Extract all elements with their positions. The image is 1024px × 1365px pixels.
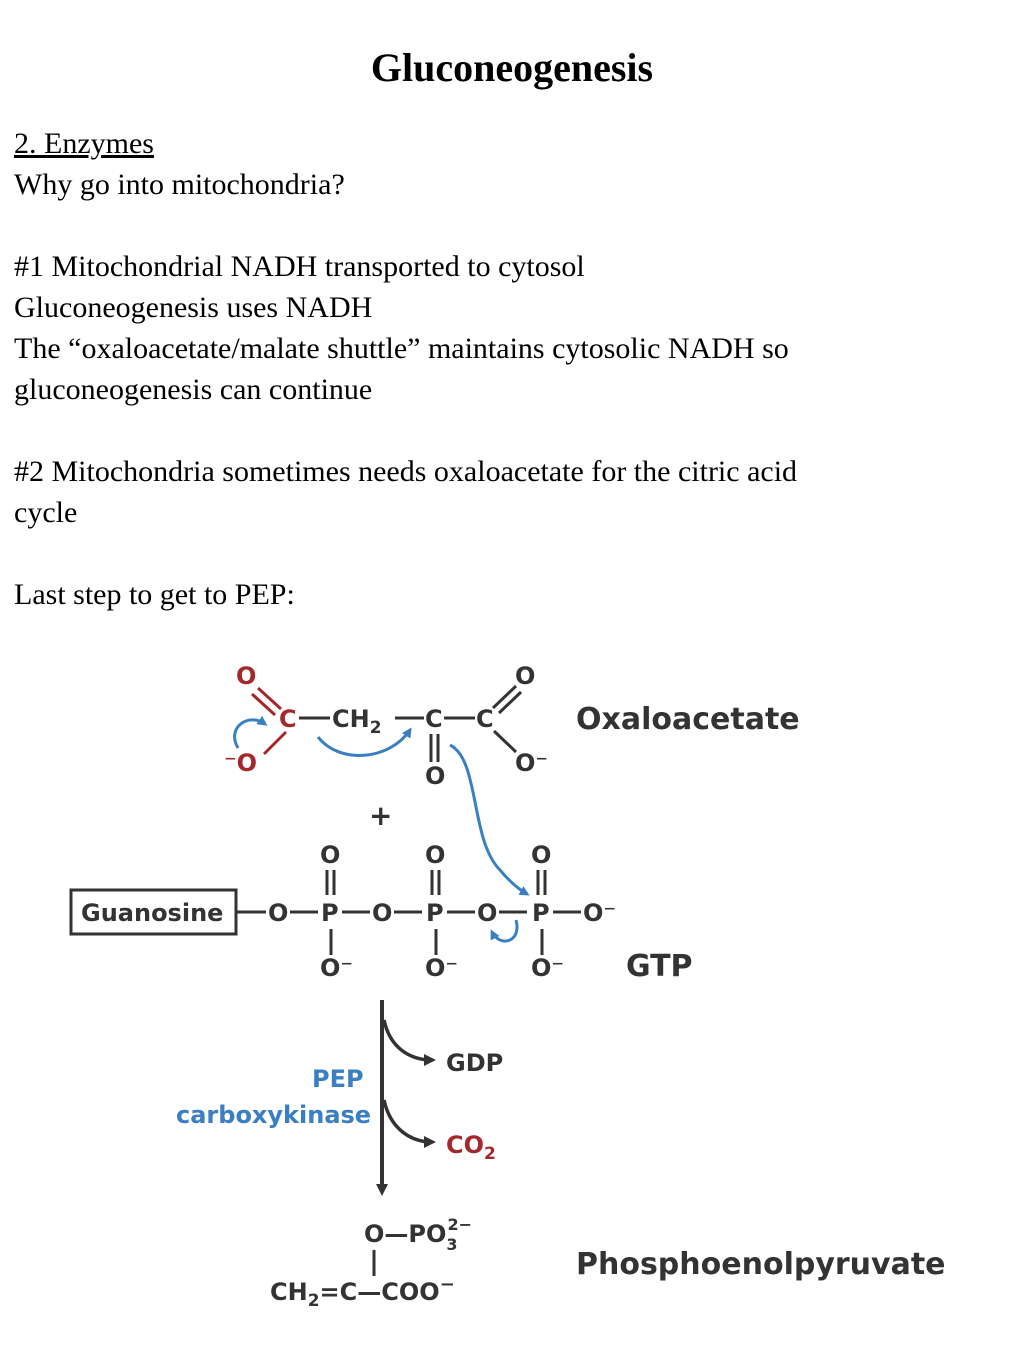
oaa-atom-c2: C — [425, 705, 443, 733]
gtp-p2-o-minus: O⁻ — [425, 954, 458, 982]
gtp-p1: P — [321, 899, 339, 927]
guanosine-label: Guanosine — [81, 899, 223, 927]
arrow-bond-to-o — [490, 919, 519, 943]
reason1-line2: Gluconeogenesis uses NADH — [14, 291, 373, 324]
gtp-o3: O — [477, 899, 497, 927]
oaa-ch2: CH2 — [332, 705, 382, 738]
gtp-p3: P — [532, 899, 550, 927]
gtp-p3-o-top: O — [531, 841, 551, 869]
reason1-line3: The “oxaloacetate/malate shuttle” mainta… — [14, 332, 789, 365]
oxaloacetate-label: Oxaloacetate — [576, 702, 800, 737]
pep-backbone: CH2=C—COO− — [270, 1274, 455, 1311]
reason1-line4: gluconeogenesis can continue — [14, 373, 373, 406]
oaa-atom-o-minus-right: O⁻ — [515, 749, 548, 777]
oaa-atom-o-minus-left: ⁻O — [224, 749, 257, 777]
enzyme-label-line1: PEP — [312, 1065, 364, 1093]
reaction-arrow: GDP CO2 PEP carboxykinase — [176, 1000, 503, 1196]
pep-phosphate-group: O—PO32− — [364, 1215, 472, 1254]
gdp-label: GDP — [446, 1049, 503, 1077]
gtp-p1-o-minus: O⁻ — [320, 954, 353, 982]
page-title: Gluconeogenesis — [370, 45, 654, 90]
oaa-atom-o-top: O — [236, 662, 256, 690]
gtp-structure: Guanosine O O P O⁻ O O P O⁻ O O P O⁻ O⁻ — [69, 841, 693, 984]
arrow-o-to-c — [233, 715, 268, 749]
reason1-line1: #1 Mitochondrial NADH transported to cyt… — [14, 250, 585, 283]
oaa-atom-c1: C — [279, 705, 297, 733]
gtp-o-terminal: O⁻ — [583, 899, 616, 927]
pep-structure: O—PO32− CH2=C—COO− Phosphoenolpyruvate — [270, 1215, 946, 1311]
arrow-bond-to-c — [316, 727, 412, 757]
gtp-p1-o-top: O — [320, 841, 340, 869]
gdp-branch-arrow — [382, 1019, 436, 1066]
plus-sign: + — [369, 799, 392, 832]
question-text: Why go into mitochondria? — [14, 168, 345, 201]
gtp-label: GTP — [626, 949, 693, 984]
oaa-atom-c3: C — [476, 705, 494, 733]
last-step-text: Last step to get to PEP: — [14, 578, 295, 611]
gtp-o1: O — [268, 899, 288, 927]
oaa-atom-o-bottom: O — [425, 762, 445, 790]
co2-branch-arrow — [382, 1099, 436, 1148]
oaa-atom-o-top-right: O — [515, 662, 535, 690]
enzyme-label-line2: carboxykinase — [176, 1101, 371, 1129]
section-heading: 2. Enzymes — [14, 127, 154, 160]
reason2-line2: cycle — [14, 496, 78, 529]
phosphoenolpyruvate-label: Phosphoenolpyruvate — [576, 1247, 946, 1282]
gtp-p2-o-top: O — [425, 841, 445, 869]
guanosine-box — [69, 888, 238, 936]
reason2-line1: #2 Mitochondria sometimes needs oxaloace… — [14, 455, 798, 488]
gtp-o2: O — [372, 899, 392, 927]
gtp-p3-o-minus: O⁻ — [531, 954, 564, 982]
oxaloacetate-structure: O C ⁻O CH2 C O C O O⁻ Oxaloacetate — [224, 662, 800, 896]
co2-label: CO2 — [446, 1131, 496, 1164]
arrow-o-to-p — [449, 743, 530, 896]
gtp-p2: P — [426, 899, 444, 927]
